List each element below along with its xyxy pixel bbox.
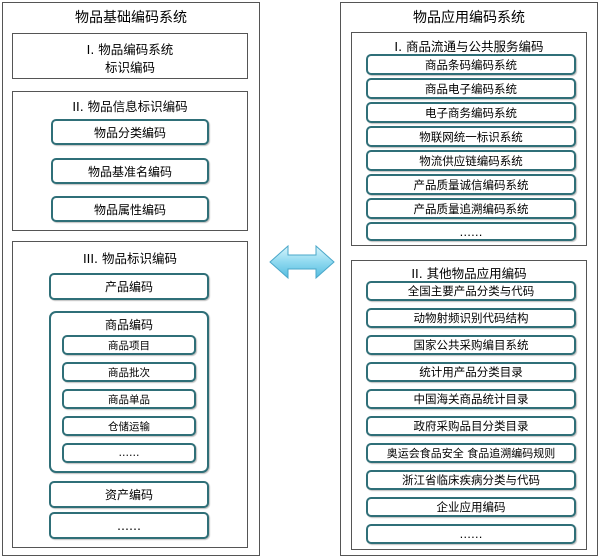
quality-integrity-coding: 产品质量诚信编码系统 (366, 174, 576, 195)
customs-statistics-catalog: 中国海关商品统计目录 (366, 389, 576, 409)
barcode-coding-system: 商品条码编码系统 (366, 54, 576, 75)
ecommerce-coding-system: 电子商务编码系统 (366, 102, 576, 123)
animal-rfid-code-structure: 动物射频识别代码结构 (366, 308, 576, 328)
quality-traceability-coding: 产品质量追溯编码系统 (366, 198, 576, 219)
electronic-coding-system: 商品电子编码系统 (366, 78, 576, 99)
commerce-public-service-title: I. 商品流通与公共服务编码 (394, 39, 544, 54)
double-arrow-icon (269, 244, 335, 280)
application-coding-system-title: 物品应用编码系统 (413, 10, 525, 26)
iot-unified-id-system: 物联网统一标识系统 (366, 126, 576, 147)
item-info-identification-title: II. 物品信息标识编码 (72, 99, 188, 114)
other-application-more: …… (366, 524, 576, 544)
item-identification-title: III. 物品标识编码 (82, 251, 177, 266)
enterprise-application-coding: 企业应用编码 (366, 497, 576, 517)
government-procurement-catalog: 政府采购品目分类目录 (366, 416, 576, 436)
asset-coding: 资产编码 (49, 481, 209, 508)
goods-single-unit: 商品单品 (62, 389, 196, 409)
item-coding-system-line2: 标识编码 (104, 60, 155, 75)
goods-more: …… (62, 443, 196, 463)
public-procurement-catalog: 国家公共采购编目系统 (366, 335, 576, 355)
goods-batch: 商品批次 (62, 362, 196, 382)
product-coding: 产品编码 (49, 273, 209, 300)
item-attribute-coding: 物品属性编码 (51, 196, 209, 222)
basic-coding-system-title: 物品基础编码系统 (75, 10, 187, 26)
olympic-food-traceability-rules: 奥运会食品安全 食品追溯编码规则 (366, 443, 576, 463)
item-coding-identification-panel (12, 33, 248, 79)
goods-item: 商品项目 (62, 335, 196, 355)
other-application-coding-title: II. 其他物品应用编码 (411, 266, 527, 281)
statistical-product-catalog: 统计用产品分类目录 (366, 362, 576, 382)
commerce-more: …… (366, 222, 576, 241)
item-coding-system-line1: I. 物品编码系统 (86, 42, 174, 57)
storage-transport: 仓储运输 (62, 416, 196, 436)
item-coding-more: …… (49, 512, 209, 539)
logistics-supply-chain-coding: 物流供应链编码系统 (366, 150, 576, 171)
item-base-name-coding: 物品基准名编码 (51, 158, 209, 184)
item-classification-coding: 物品分类编码 (51, 119, 209, 145)
goods-coding-title: 商品编码 (104, 318, 153, 332)
national-product-classification: 全国主要产品分类与代码 (366, 281, 576, 301)
zhejiang-clinical-disease-codes: 浙江省临床疾病分类与代码 (366, 470, 576, 490)
